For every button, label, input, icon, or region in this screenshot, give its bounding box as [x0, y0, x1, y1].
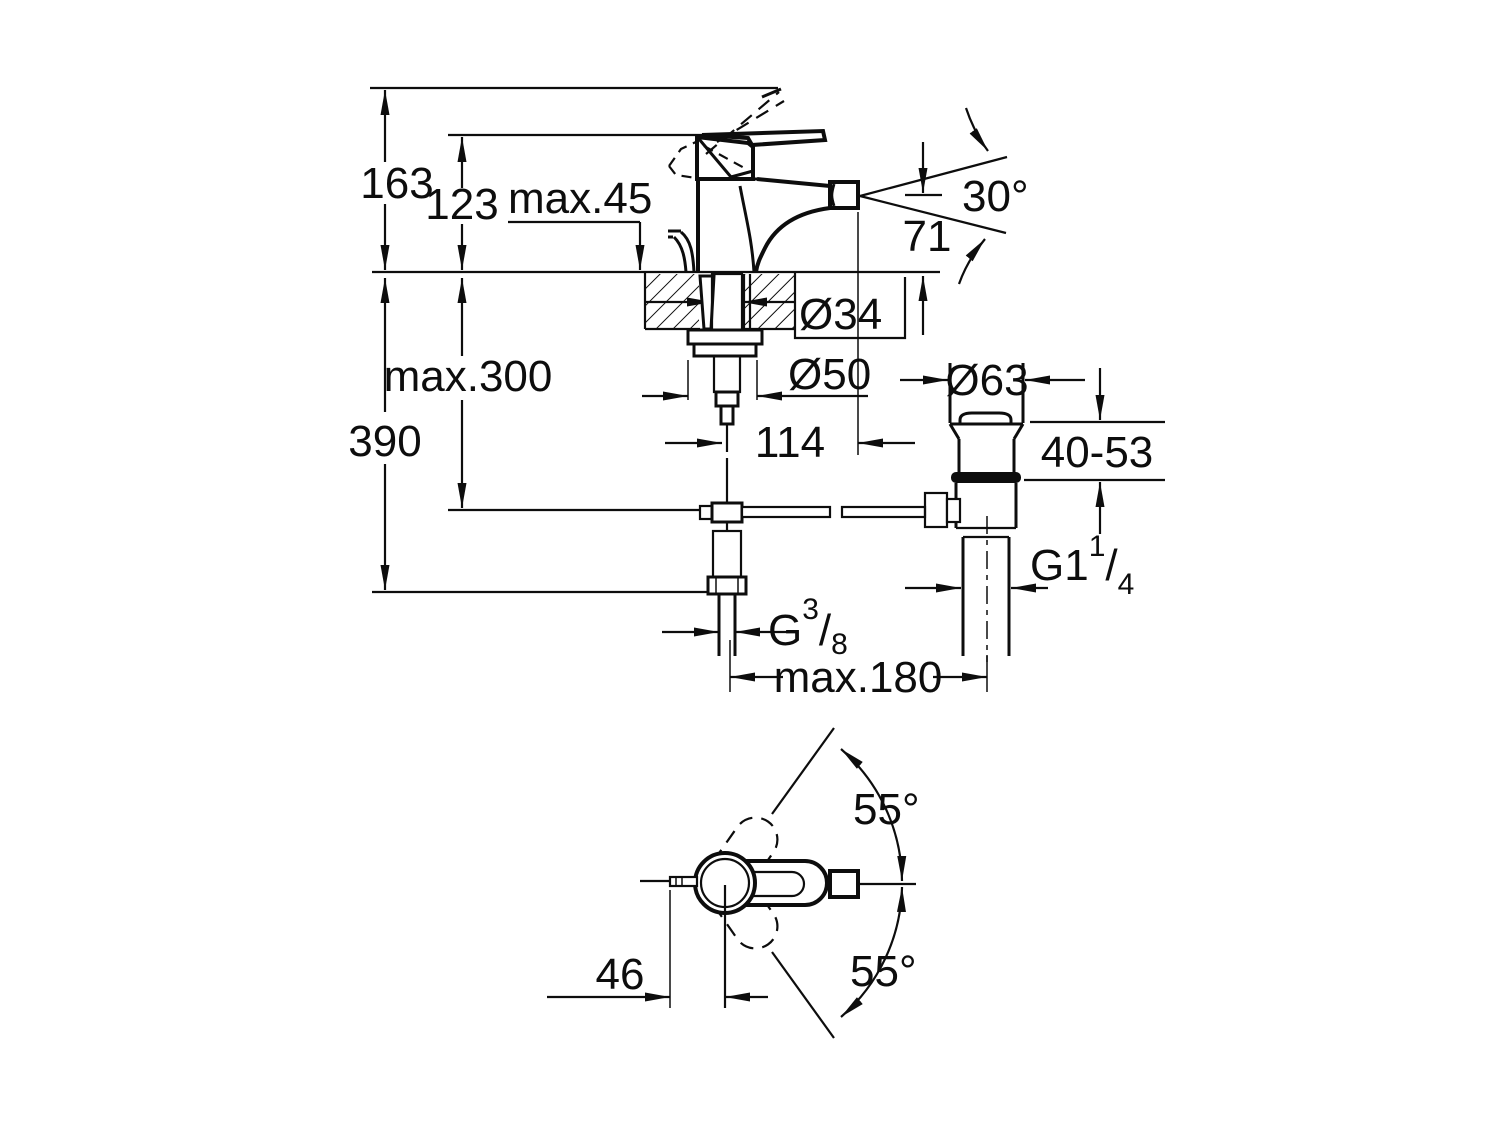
popup-rod-left — [740, 505, 832, 519]
waste-seal-ring — [951, 472, 1021, 483]
faucet-lever — [701, 128, 828, 148]
dim-max180-label: max.180 — [774, 653, 943, 702]
reference-lines — [370, 86, 940, 594]
front-view: 163 123 max.45 390 max.300 — [348, 86, 1165, 702]
deck-hatch-left — [646, 274, 699, 328]
lever-end-square — [828, 869, 860, 899]
dim-g38-label: G3/8 — [768, 593, 848, 661]
deck-hatch-right — [744, 274, 795, 328]
waste-actuator-knob — [923, 491, 949, 529]
dimension-46: 46 — [547, 890, 768, 1008]
dim-114-label: 114 — [755, 418, 825, 467]
mounting-nut — [692, 342, 758, 358]
spray-line-upper — [859, 155, 1008, 198]
popup-rod-right — [840, 505, 927, 519]
dim-max45-label: max.45 — [508, 174, 652, 223]
dimension-dia63: Ø63 — [900, 356, 1085, 405]
dimension-g1-quarter: G11/4 — [905, 530, 1134, 601]
dim-30deg-label: 30° — [962, 172, 1029, 221]
popup-waste-valve — [923, 363, 1025, 662]
dim-g1-quarter-label: G11/4 — [1030, 530, 1134, 601]
dimension-163: 163 — [360, 90, 434, 270]
dim-55deg-lower-label: 55° — [850, 947, 917, 996]
faucet-front — [668, 87, 860, 273]
dim-dia63-label: Ø63 — [945, 356, 1028, 405]
lever-swung-down-dashed — [712, 878, 779, 950]
dim-40-53-label: 40-53 — [1041, 428, 1154, 477]
dim-max300-label: max.300 — [384, 352, 553, 401]
dimension-g-three-eighths: G3/8 — [662, 593, 848, 661]
waste-plug-dome — [958, 411, 1013, 426]
dimension-max180: max.180 — [729, 640, 988, 702]
spray-line-lower — [859, 194, 1007, 235]
mounting-washer — [686, 328, 764, 346]
lever-top-inner — [740, 870, 806, 898]
dimension-390: 390 — [348, 278, 422, 590]
lever-swung-up-dashed — [712, 816, 779, 888]
dimension-55deg-upper: 55° — [771, 727, 920, 882]
popup-rod-top-view — [668, 875, 699, 888]
supply-hose-nut — [706, 575, 748, 596]
dim-123-label: 123 — [425, 180, 498, 229]
shank-assembly — [686, 272, 927, 656]
supply-hose-lower — [711, 529, 743, 579]
popup-rod-tee — [710, 501, 744, 524]
dimension-max45: max.45 — [508, 174, 652, 270]
dimension-55deg-lower: 55° — [771, 886, 917, 1039]
dim-163-label: 163 — [360, 159, 433, 208]
dimension-30deg: 30° — [859, 107, 1029, 285]
dim-390-label: 390 — [348, 417, 421, 466]
top-view: 55° 55° 46 — [547, 727, 920, 1039]
threaded-shank — [710, 272, 744, 332]
dim-46-label: 46 — [596, 950, 645, 999]
dimension-71: 71 — [903, 142, 952, 335]
dimension-max300: max.300 — [384, 278, 553, 508]
dimension-40-53: 40-53 — [1024, 368, 1165, 534]
dimension-123: 123 — [425, 137, 499, 270]
dim-55deg-upper-label: 55° — [853, 785, 920, 834]
dimension-114: 114 — [665, 212, 915, 467]
dim-71-label: 71 — [903, 212, 952, 261]
faucet-spout-top — [756, 177, 831, 188]
supply-hose-upper — [712, 354, 742, 394]
faucet-spout-inner-curve — [738, 185, 756, 273]
faucet-popup-hook — [668, 229, 696, 273]
dim-dia34-label: Ø34 — [799, 290, 882, 339]
faucet-lever-raised-dashed — [668, 87, 785, 180]
faucet-spout-underside — [754, 206, 831, 273]
deck-section — [643, 272, 797, 331]
